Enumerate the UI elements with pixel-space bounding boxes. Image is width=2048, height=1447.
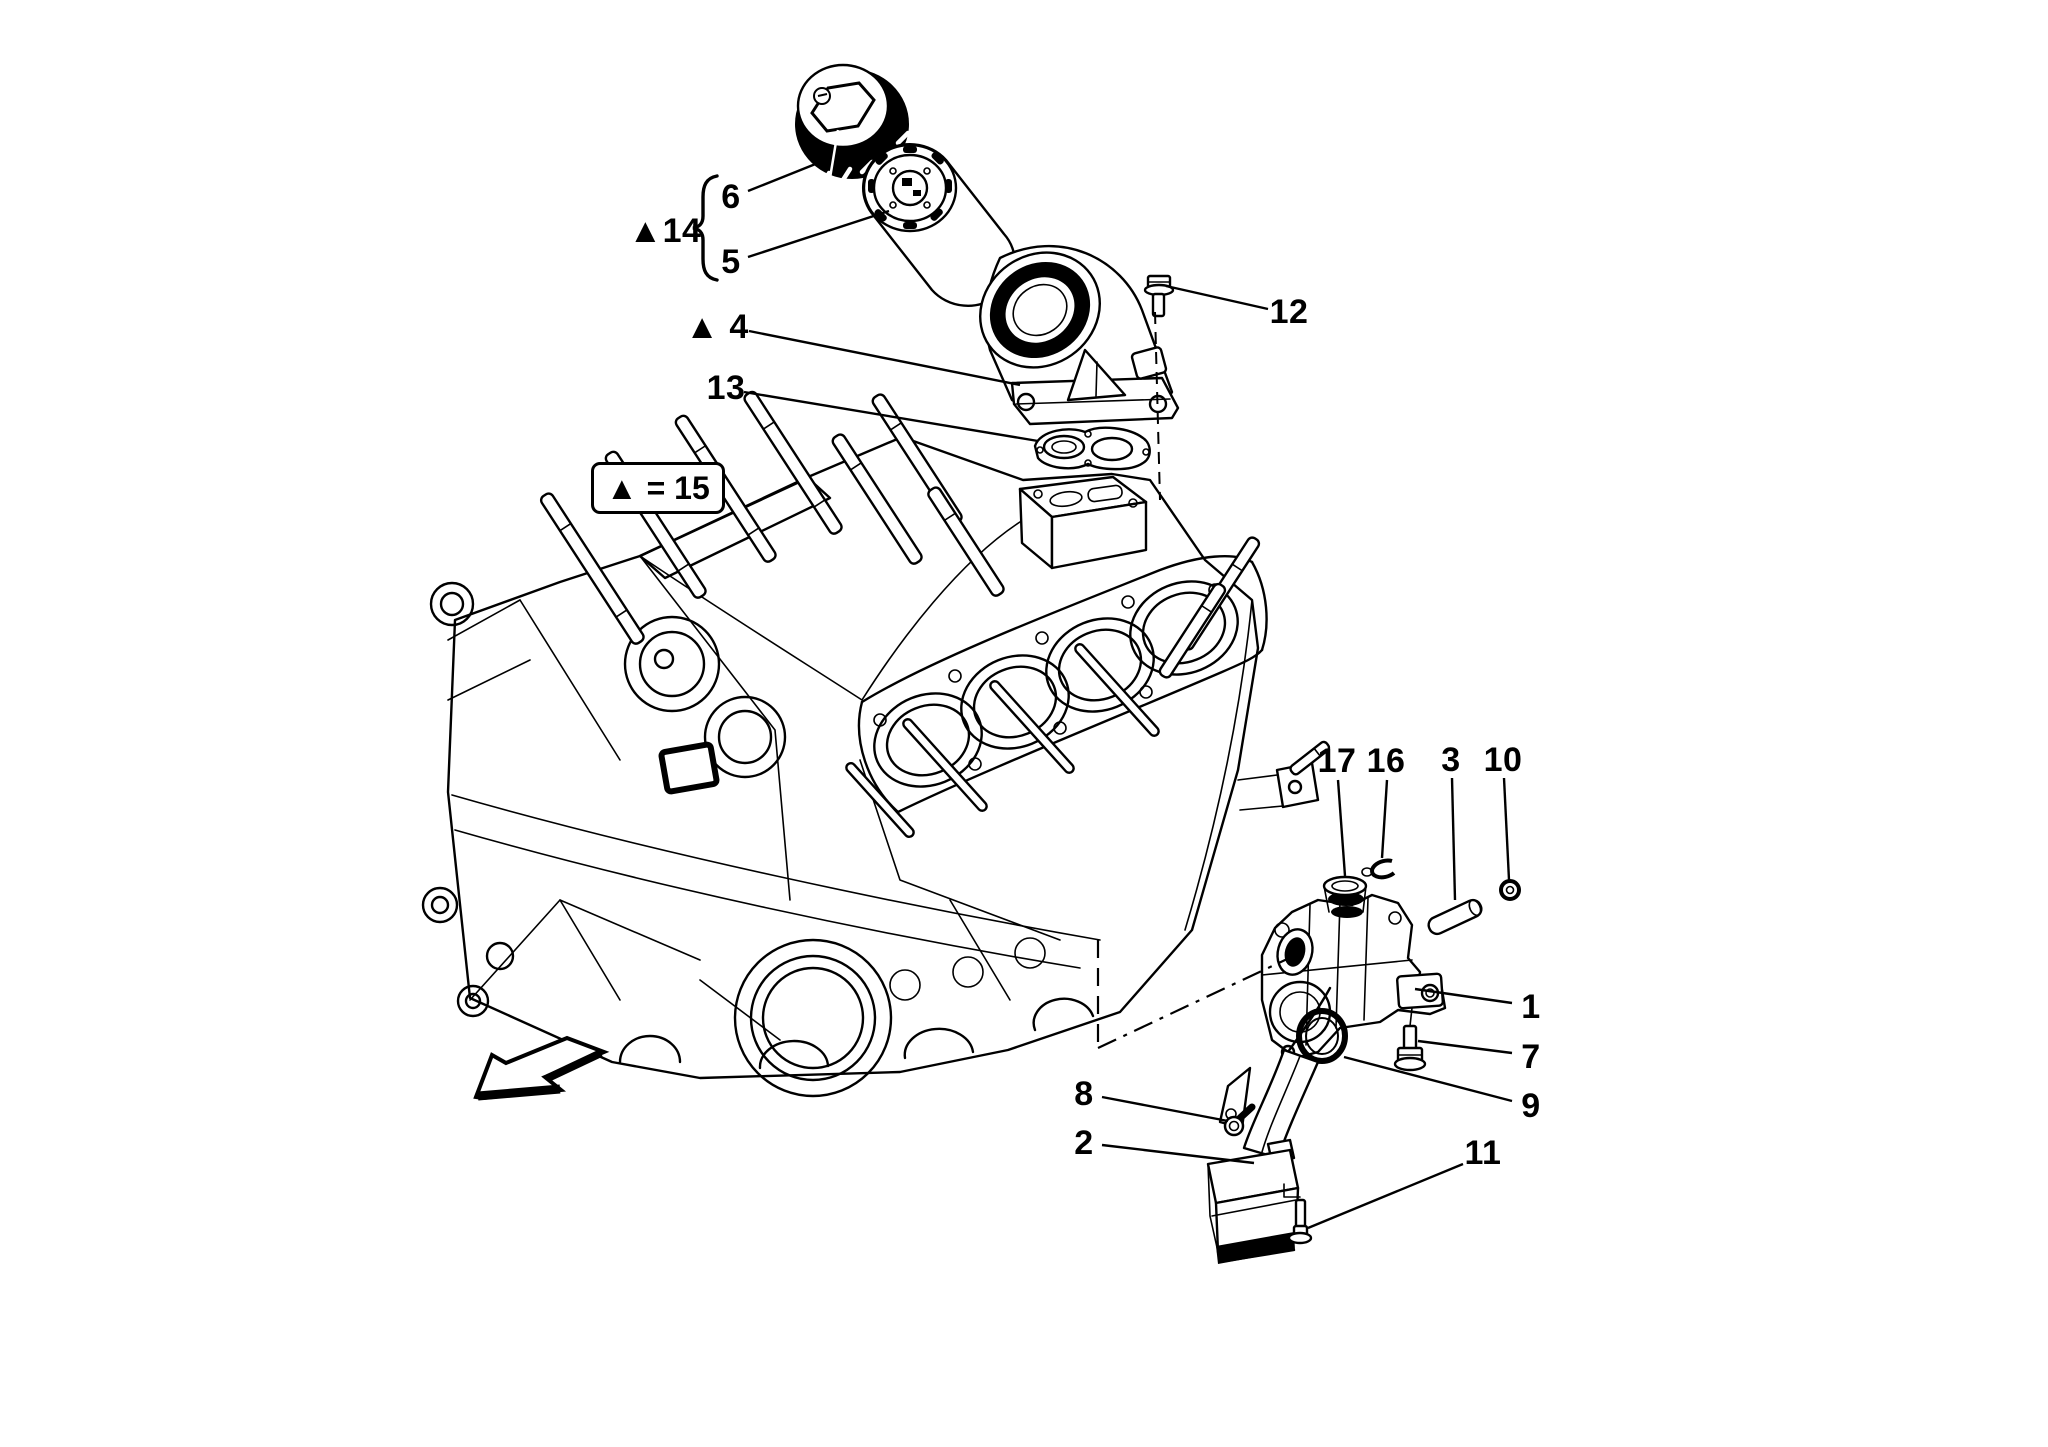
callout-2-label: 2: [1074, 1124, 1093, 1162]
callout-3-leader-line: [1450, 777, 1457, 901]
part-8-bolt-illustration: [1223, 1103, 1256, 1137]
part-13-gasket-illustration: [1033, 426, 1151, 471]
part-10-washer-illustration: [1499, 879, 1521, 901]
callout-8-label: 8: [1074, 1075, 1093, 1113]
legend-triangle-equals-15: ▲ = 15: [591, 462, 725, 514]
callout-4-label: ▲ 4: [685, 308, 749, 346]
part-6-oil-filter-cap-illustration: [787, 63, 911, 187]
callout-16-label: 16: [1367, 742, 1406, 780]
callout-2-leader-line: [1101, 1143, 1255, 1165]
callout-1-leader-line: [1414, 987, 1513, 1005]
callout-13-leader-line: [743, 390, 1039, 443]
callout-17-leader-line: [1336, 779, 1347, 877]
callout-9-leader-line: [1343, 1055, 1513, 1103]
callout-11-leader-line: [1307, 1162, 1464, 1230]
callout-10-leader-line: [1502, 777, 1511, 881]
callout-6-label: 6: [721, 178, 740, 216]
callout-10-label: 10: [1484, 741, 1523, 779]
callout-6-leader-line: [747, 159, 824, 193]
callout-9-label: 9: [1521, 1087, 1540, 1125]
head-bolts-in-bores: [845, 643, 1160, 839]
callout-12-leader-line: [1165, 284, 1269, 311]
legend-text: ▲ = 15: [606, 469, 710, 506]
part-9-o-ring-illustration: [1296, 1008, 1348, 1064]
part-2-intake-pipe-illustration: [1206, 1048, 1320, 1264]
callout-3-label: 3: [1441, 741, 1460, 779]
callout-13-label: 13: [707, 369, 746, 407]
callout-16-leader-line: [1380, 779, 1389, 859]
group-14-brace: [692, 174, 719, 282]
filter-mount-pad: [1018, 475, 1148, 570]
part-7-bolt-illustration: [1393, 1024, 1427, 1072]
callout-1-label: 1: [1521, 988, 1540, 1026]
oil-intake-strainer-illustration: [1206, 1048, 1320, 1264]
callout-12-label: 12: [1270, 293, 1309, 331]
callout-5-leader-line: [747, 209, 890, 259]
part-11-bolt-illustration: [1283, 1183, 1313, 1245]
assembly-axis-lines: [1096, 311, 1303, 1049]
oil-pump-assembly-illustration: [1260, 858, 1521, 1072]
callout-7-label: 7: [1521, 1038, 1540, 1076]
callout-5-label: 5: [721, 243, 740, 281]
callout-14-label: ▲14: [629, 212, 702, 250]
callout-17-label: 17: [1318, 742, 1357, 780]
pump-drive-bracket: [1237, 740, 1331, 811]
callout-4-leader-line: [748, 329, 1021, 387]
engine-block-illustration: [421, 390, 1331, 1098]
direction-arrow-icon: [473, 1035, 610, 1101]
part-17-pump-flange-illustration: [1322, 875, 1368, 918]
callout-11-label: 11: [1465, 1134, 1502, 1172]
callout-8-leader-line: [1101, 1095, 1229, 1123]
part-16-snap-ring-illustration: [1361, 858, 1396, 880]
block-id-plate: [658, 741, 720, 795]
part-4-oil-filter-support-illustration: [979, 244, 1180, 426]
callout-7-leader-line: [1417, 1039, 1513, 1055]
part-3-dowel-pin-illustration: [1427, 898, 1483, 936]
part-1-oil-pump-body-illustration: [1260, 893, 1447, 1060]
part-12-bolt-illustration: [1143, 274, 1175, 318]
